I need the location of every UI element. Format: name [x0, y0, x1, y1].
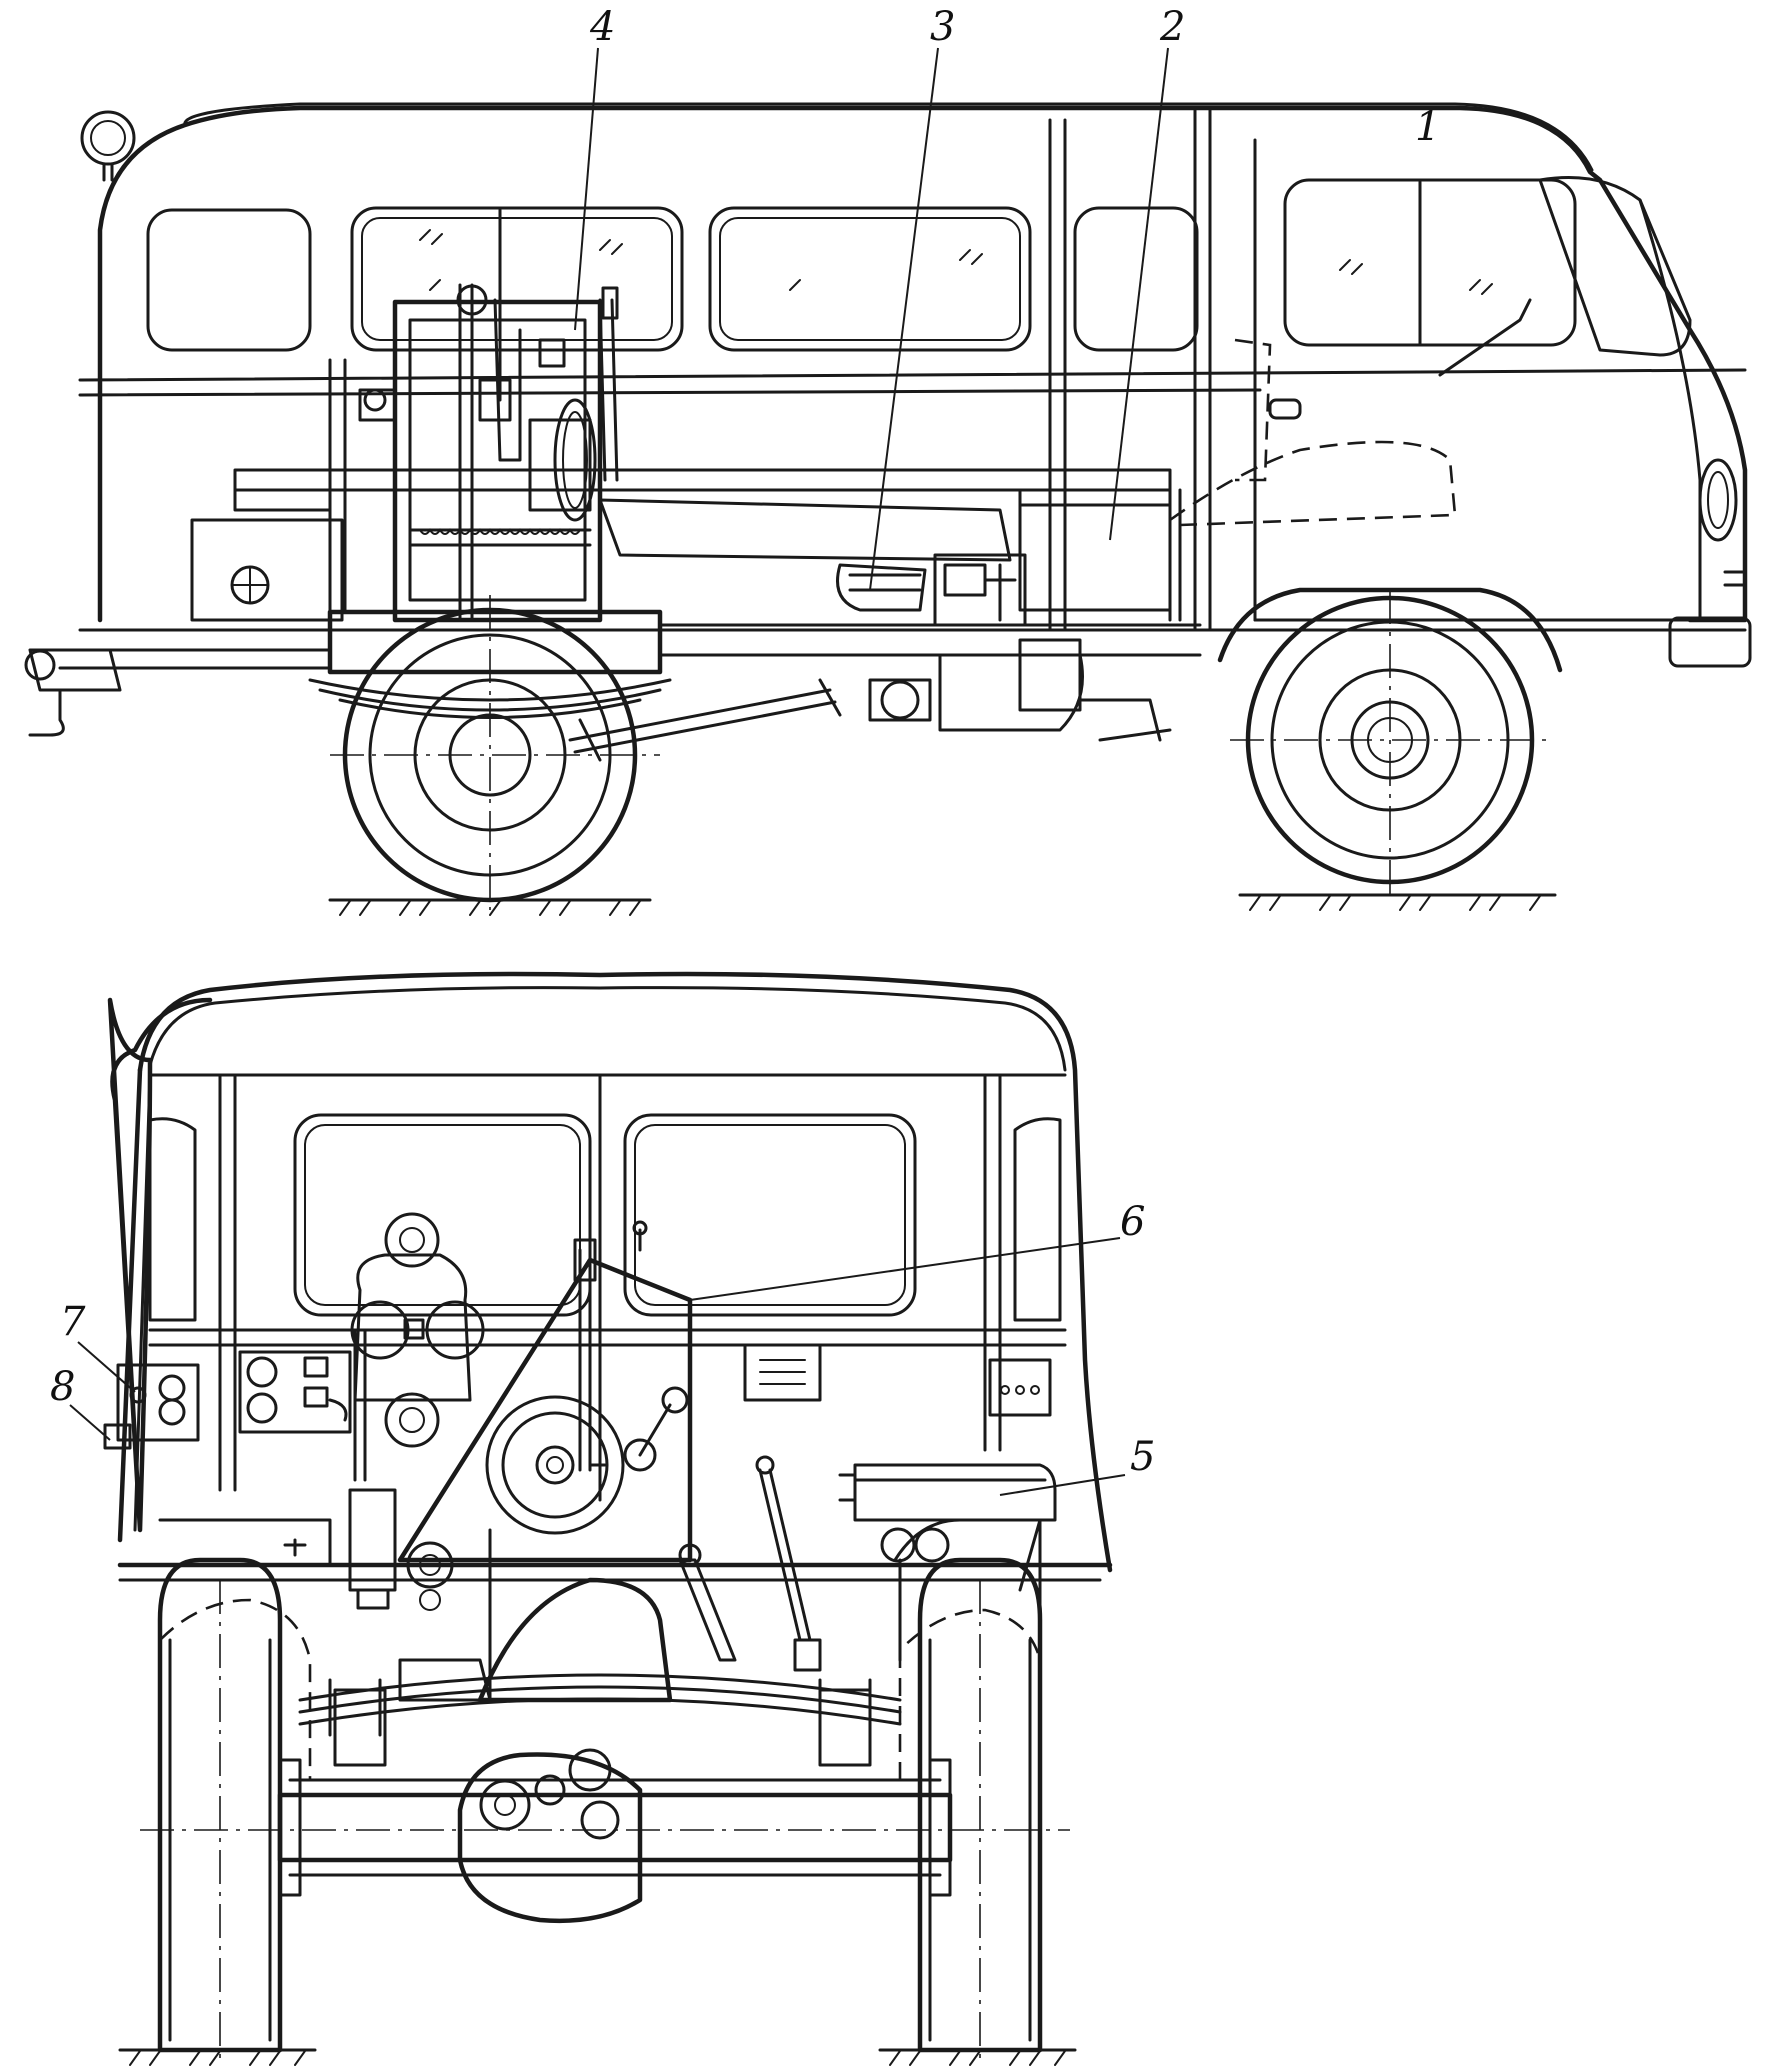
- cab-door-window: [1283, 178, 1577, 347]
- window-3: [708, 206, 1032, 352]
- seat-outline: [1169, 440, 1457, 527]
- rear-view: 6 5 7 8: [50, 971, 1155, 2066]
- callout-4: 4: [589, 4, 615, 50]
- leader-2: [1109, 47, 1169, 541]
- battery-box: [1018, 488, 1182, 622]
- rear-window-left: [293, 1113, 592, 1317]
- wheel-arch-left: [158, 1598, 312, 1780]
- window-1: [146, 208, 312, 352]
- control-box-left: [103, 1363, 200, 1450]
- winch-gearbox: [397, 1220, 693, 1563]
- rear-locker: [190, 518, 344, 622]
- mirror-arm: [1438, 298, 1532, 377]
- leader-7: [77, 1341, 136, 1393]
- leader-8: [69, 1404, 111, 1441]
- rear-spring: [298, 1673, 902, 1726]
- spotlight: [80, 110, 136, 182]
- door-handle: [1268, 398, 1302, 420]
- rear-window-right: [623, 1113, 917, 1317]
- leaf-spring: [308, 678, 672, 719]
- prop-shaft: [568, 688, 837, 754]
- front-wheel-arch: [1217, 587, 1563, 673]
- data-plate-right: [988, 1358, 1052, 1417]
- rear-roof-arc: [137, 971, 1113, 1573]
- lever-1: [678, 1558, 737, 1662]
- control-panel: [238, 1350, 352, 1434]
- belt-line: [78, 368, 1747, 382]
- leader-4: [574, 47, 599, 331]
- tow-hitch: [24, 648, 122, 737]
- callout-5: 5: [1130, 1434, 1155, 1480]
- callout-3: 3: [930, 4, 955, 50]
- window-2: [350, 206, 684, 352]
- rear-wheel-right: [917, 1557, 1043, 2053]
- leader-6: [689, 1237, 1121, 1301]
- winch-drive: [348, 1488, 492, 1702]
- power-takeoff: [836, 553, 1027, 627]
- callout-1: 1: [1415, 104, 1440, 150]
- lever-2: [758, 1468, 812, 1642]
- window-4: [1073, 206, 1199, 352]
- equipment-deck: [233, 468, 1172, 512]
- callout-7: 7: [60, 1299, 86, 1345]
- callout-8: 8: [50, 1364, 75, 1410]
- tool-box: [838, 1463, 1057, 1592]
- leader-3: [869, 47, 939, 591]
- frame-rail: [327, 609, 663, 675]
- side-view: 1 2 3 4: [24, 4, 1752, 916]
- transfer-case: [868, 638, 1172, 742]
- front-bumper: [1668, 616, 1752, 668]
- leader-5: [999, 1474, 1126, 1496]
- cab-door: [1253, 158, 1702, 622]
- data-plate: [743, 1343, 822, 1402]
- rear-wheel-left: [157, 1557, 283, 2053]
- callout-2: 2: [1159, 4, 1185, 50]
- headlight: [1698, 458, 1738, 542]
- roof-line: [183, 102, 1594, 172]
- cable-pulleys: [350, 1212, 485, 1482]
- callout-6: 6: [1120, 1199, 1145, 1245]
- hitch-plate: [477, 1577, 673, 1703]
- lower-belt: [78, 388, 1262, 397]
- rear-roof-inner: [148, 986, 1067, 1072]
- winch: [328, 283, 619, 623]
- body-outline: [97, 105, 1748, 623]
- differential: [457, 1748, 643, 1924]
